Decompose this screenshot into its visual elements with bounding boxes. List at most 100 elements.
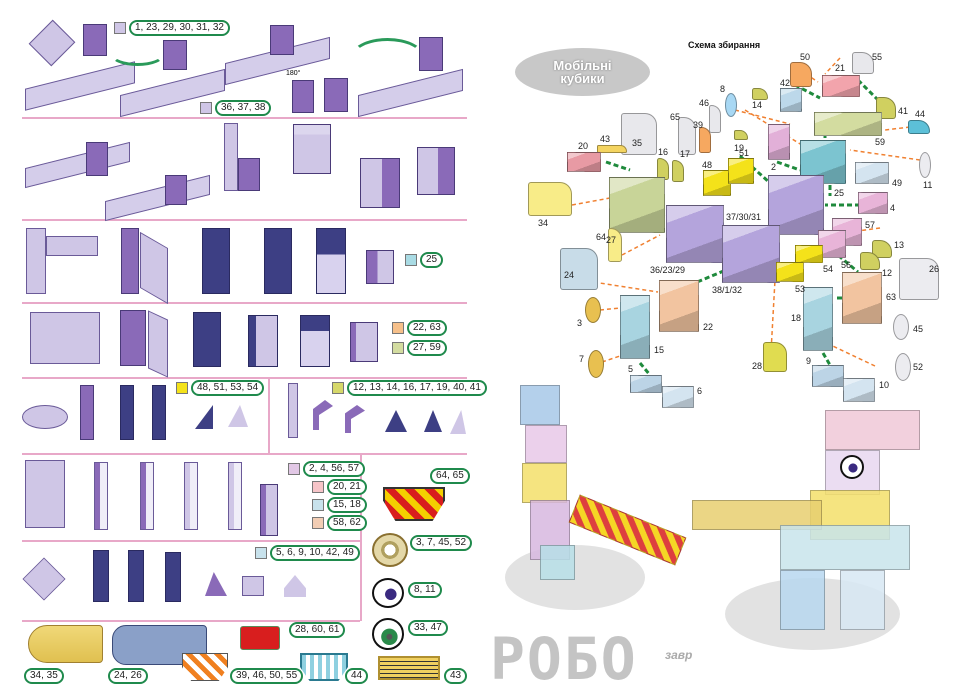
part-22 [659,280,699,332]
robot-eye [840,455,864,479]
color-swatch [200,102,212,114]
part-label: 8 [720,84,726,94]
part-label: 45 [913,324,924,334]
part-28 [763,342,787,372]
hazard-stripe-decal [383,487,445,521]
box [350,322,378,362]
cube [293,124,331,174]
part-17 [672,160,684,182]
color-swatch [392,342,404,354]
part-55 [852,52,874,74]
column-net [184,462,198,530]
legend-badge: 36, 37, 38 [200,100,272,116]
legend-badge: 25 [405,252,444,268]
part-label: 10 [879,380,890,390]
robot-block [525,425,567,463]
legend-badge: 27, 59 [392,340,447,356]
column-divider [268,377,270,453]
legend-badge: 15, 18 [312,497,367,513]
wedge-net [288,383,298,438]
robot-block [825,410,920,450]
part-36-23-29 [666,205,724,263]
legend-badge: 1, 23, 29, 30, 31, 32 [114,20,230,36]
part-label: 6 [697,386,703,396]
part-4 [858,192,888,214]
left-page: 180° 1, 23, 29, 30, 31, 32 36, 37, 38 25… [0,0,487,700]
row-divider [22,453,467,455]
wedge-net [80,385,94,440]
part-label: 24 [564,270,575,280]
logo: Мобільні кубики [515,48,650,96]
logo-text: Мобільні кубики [553,58,612,86]
cube-net [46,236,98,256]
part-label: 57 [865,220,876,230]
part-label: 27 [606,235,617,245]
gear-decal [372,533,408,567]
part-label: 9 [806,356,812,366]
wedge-net [22,405,68,429]
part-label: 48 [702,160,713,170]
part-5 [630,375,662,393]
part-10 [843,378,875,402]
decal-badge: 44 [345,668,369,684]
part-label: 53 [795,284,806,294]
color-swatch [312,499,324,511]
part-label: 18 [791,313,802,323]
cube-panel [324,78,348,112]
part-42 [780,88,802,112]
part-18 [803,287,833,351]
part-label: 35 [632,138,643,148]
part-53 [776,262,804,282]
color-swatch [114,22,126,34]
grille-decal [378,656,440,680]
wedge [345,405,365,433]
part-label: 56 [841,260,852,270]
part-45 [893,314,909,340]
part-label: 46 [699,98,710,108]
row-divider [22,540,360,542]
box-net [30,312,100,364]
color-swatch [312,517,324,529]
part-label: 26 [929,264,940,274]
box-net [248,315,278,367]
wedge [313,400,333,430]
wedge-net [93,550,109,602]
legend-badge: 58, 62 [312,515,367,531]
part-label: 3 [577,318,583,328]
brand-wordmark: РОБО [490,625,638,693]
part-64 [608,228,622,262]
wedge [195,405,213,429]
decal-badge: 43 [444,668,468,684]
cube-panel [224,123,238,191]
cube-panel [83,24,107,56]
cube-panel [165,175,187,205]
part-15 [620,295,650,359]
part-label: 22 [703,322,714,332]
part-label: 43 [600,134,611,144]
row-divider [22,620,360,622]
part-38-1-32 [722,225,780,283]
part-52 [895,353,911,381]
decal-badge: 39, 46, 50, 55 [230,668,304,684]
part-20 [567,152,601,172]
robot-block [520,385,560,425]
part-label: 15 [654,345,665,355]
part-34 [528,182,572,216]
part-label: 55 [872,52,883,62]
box-net [120,310,146,366]
part-48 [703,170,731,196]
box-net [193,312,221,367]
cube-net [140,231,168,305]
cube-panel [163,40,187,70]
cube-net [316,228,346,294]
part-label: 65 [670,112,681,122]
wedge [385,410,407,432]
color-swatch [255,547,267,559]
column-net [25,460,65,528]
part-51 [728,158,754,184]
cube-panel [86,142,108,176]
brand-wordmark-suffix: завр [665,648,693,662]
part-19 [734,130,748,140]
robot-face-decal [240,626,280,650]
part-49 [855,162,889,184]
